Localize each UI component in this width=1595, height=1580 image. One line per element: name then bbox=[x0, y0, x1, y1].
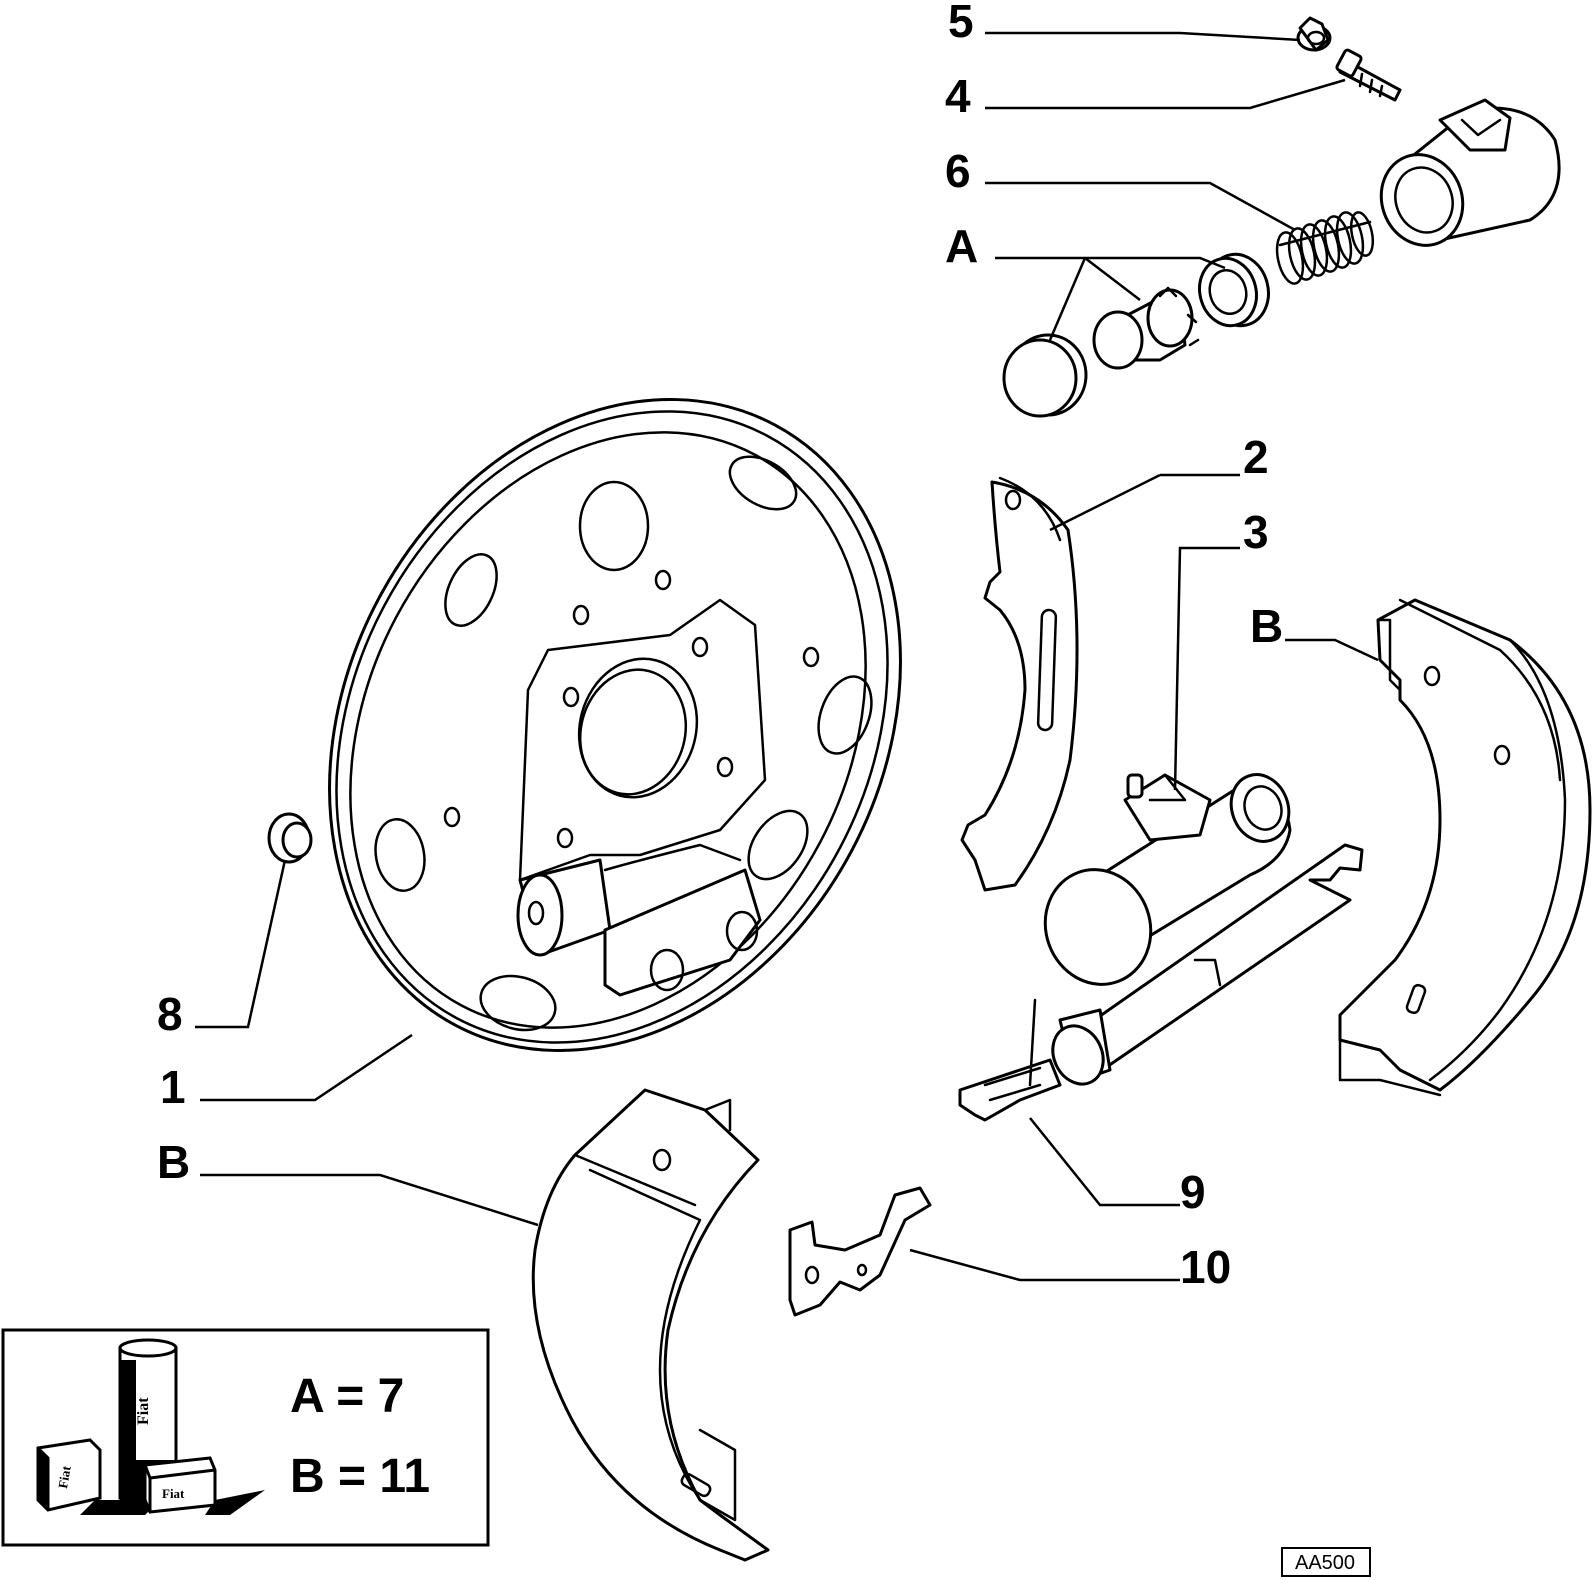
callout-6: 6 bbox=[945, 145, 971, 197]
reference-code: AA500 bbox=[1295, 1552, 1355, 1574]
brake-backing-plate-icon bbox=[328, 397, 902, 1053]
legend-line-b: B = 11 bbox=[290, 1450, 430, 1503]
dust-boot-icon bbox=[1002, 333, 1088, 418]
brand-label: Fiat bbox=[135, 1397, 152, 1425]
callout-5: 5 bbox=[948, 0, 974, 47]
cylinder-body-icon bbox=[1379, 98, 1561, 247]
brake-shoe-icon bbox=[1338, 598, 1592, 1097]
callout-3: 3 bbox=[1243, 506, 1269, 558]
brand-label: Fiat bbox=[55, 1464, 74, 1489]
brake-shoe-icon bbox=[531, 1088, 770, 1562]
reference-code-box: AA500 bbox=[1281, 1547, 1371, 1577]
callout-b-right: B bbox=[1250, 600, 1283, 652]
callout-9: 9 bbox=[1180, 1166, 1206, 1218]
callout-2: 2 bbox=[1243, 431, 1269, 483]
legend-line-a: A = 7 bbox=[290, 1370, 404, 1423]
callout-8: 8 bbox=[157, 988, 183, 1040]
callout-b-left: B bbox=[157, 1136, 190, 1188]
parts-kit-icon: Fiat Fiat Fiat Fiat bbox=[36, 1338, 265, 1515]
cylinder-seal-icon bbox=[1198, 252, 1270, 328]
legend-box: Fiat Fiat Fiat Fiat A = 7 B = 11 bbox=[1, 1328, 490, 1547]
bleed-screw-icon bbox=[1335, 48, 1402, 102]
adjuster-strut-icon bbox=[958, 843, 1364, 1122]
bracket-icon bbox=[788, 1186, 932, 1317]
bleed-cap-icon bbox=[1296, 16, 1332, 52]
callout-4: 4 bbox=[945, 70, 971, 122]
piston-icon bbox=[1092, 286, 1200, 370]
rubber-plug-icon bbox=[267, 812, 313, 864]
callout-a: A bbox=[945, 220, 978, 272]
brand-label: Fiat bbox=[125, 1406, 137, 1425]
spring-icon bbox=[1275, 211, 1375, 285]
callout-1: 1 bbox=[160, 1061, 186, 1113]
brand-label: Fiat bbox=[162, 1486, 185, 1501]
brake-shoe-icon bbox=[960, 476, 1079, 892]
wheel-cylinder-icon bbox=[1043, 773, 1292, 986]
leader-lines bbox=[195, 31, 1379, 1282]
callout-10: 10 bbox=[1180, 1241, 1231, 1293]
